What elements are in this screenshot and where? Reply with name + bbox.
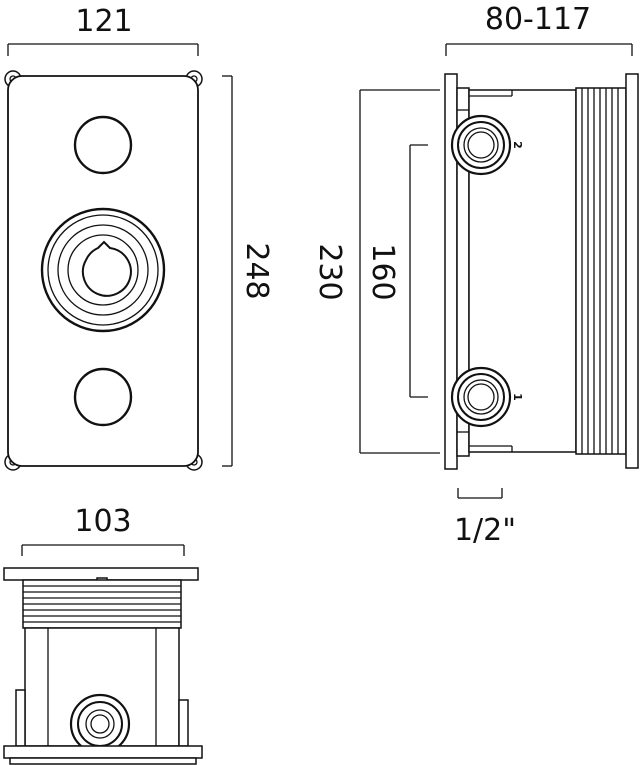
control-knob [40,207,166,333]
bottom-ribbed-section [22,579,182,629]
bottom-width-dimension: 103 [21,504,185,556]
thread-size-dimension: 1/2" [454,488,516,548]
front-width-label: 121 [75,4,132,39]
upper-port: 2 [450,114,524,176]
lower-port: 1 [450,366,524,428]
bottom-view: 103 [3,504,203,765]
port-2-label: 2 [511,141,524,149]
ribbed-section [575,87,627,455]
side-view: 80-117 230 160 [312,2,639,548]
port-spacing-label: 160 [365,243,400,300]
side-depth-dimension: 80-117 [445,2,633,56]
upper-button [73,115,133,175]
port-spacing-dimension: 160 [365,144,428,398]
front-width-dimension: 121 [7,4,199,56]
front-plate [7,75,199,467]
front-view: 121 248 [4,4,274,471]
bottom-width-label: 103 [74,504,131,539]
thread-size-label: 1/2" [454,513,516,548]
side-depth-label: 80-117 [485,2,591,37]
lower-button [73,367,133,427]
front-height-label: 248 [239,242,274,299]
port-1-label: 1 [511,393,524,401]
side-height-dimension: 230 [312,89,440,454]
side-height-label: 230 [312,243,347,300]
bottom-port [69,693,131,755]
front-height-dimension: 248 [222,75,274,467]
